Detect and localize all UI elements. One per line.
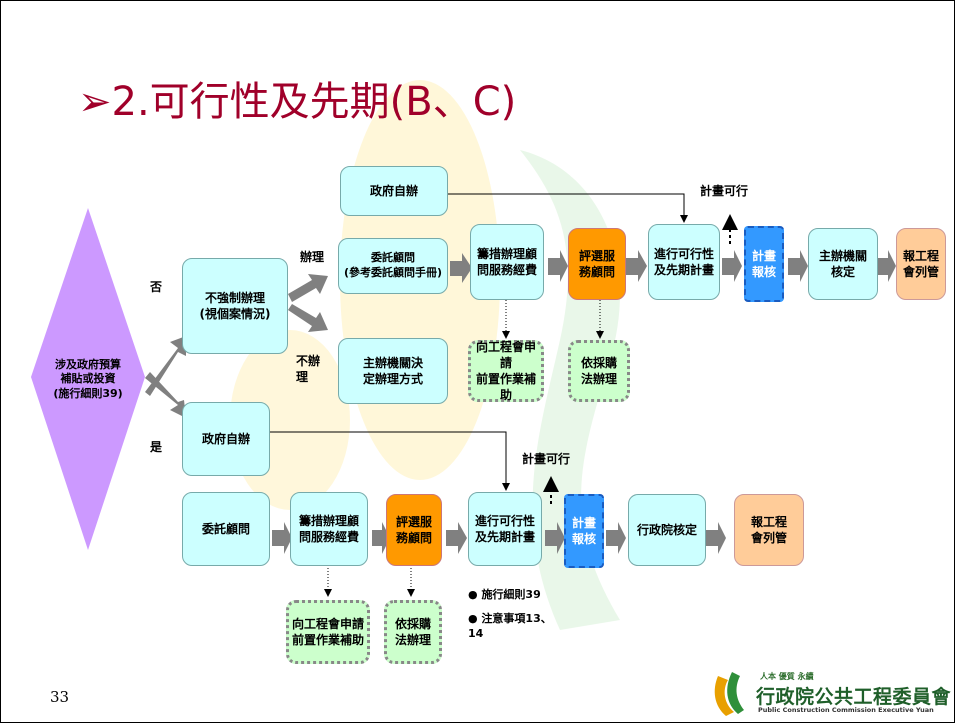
flow-arrow bbox=[606, 522, 626, 554]
logo-slogan: 人本 優質 永續 bbox=[760, 672, 814, 681]
bullet-item: ● 注意事項13、 14 bbox=[468, 612, 552, 640]
host-decide-box: 主辦機關決 定辦理方式 bbox=[338, 338, 448, 404]
bullet-text: 注意事項13、 14 bbox=[468, 612, 552, 640]
start-diamond bbox=[31, 208, 145, 550]
ey-approve-box: 行政院核定 bbox=[628, 494, 706, 566]
logo-name: 行政院公共工程委員會 bbox=[756, 686, 952, 708]
bullet-item: ● 施行細則39 bbox=[468, 588, 541, 601]
not-mandatory-box: 不強制辦理 (視個案情況) bbox=[182, 258, 288, 354]
branch-label-handle: 辦理 bbox=[300, 250, 325, 264]
flow-arrow bbox=[446, 522, 467, 554]
branch-arrow-handle bbox=[288, 274, 328, 302]
select-top-box: 評選服 務顧問 bbox=[568, 228, 626, 300]
branch-label-no: 否 bbox=[150, 280, 163, 294]
review-top-box: 計畫 報核 bbox=[744, 226, 784, 302]
flow-arrow bbox=[545, 522, 565, 554]
flow-arrow bbox=[548, 250, 568, 282]
report-bottom-box: 報工程 會列管 bbox=[734, 494, 804, 566]
flow-arrow bbox=[450, 253, 472, 283]
flow-arrow bbox=[706, 522, 726, 554]
feasibility-top-box: 進行可行性 及先期計畫 bbox=[648, 224, 720, 300]
branch-arrow-not-handle bbox=[288, 304, 328, 332]
branch-label-not-handle: 不辦 理 bbox=[296, 354, 321, 384]
report-top-box: 報工程 會列管 bbox=[896, 228, 946, 300]
apply-subsidy-top-box: 向工程會申請 前置作業補助 bbox=[468, 340, 544, 402]
branch-arrow-yes bbox=[145, 372, 186, 418]
logo-english: Public Construction Commission Executive… bbox=[758, 706, 934, 714]
gov-self-bottom-box: 政府自辦 bbox=[182, 402, 270, 476]
bullet-arrow-icon: ➢ bbox=[78, 79, 112, 125]
connector-gov-to-feasibility-top bbox=[448, 193, 688, 223]
slide-title: ➢2.可行性及先期(B、C) bbox=[78, 82, 516, 122]
label-feasible-top: 計畫可行 bbox=[700, 184, 749, 198]
flow-arrow bbox=[626, 250, 647, 282]
consultant-top-box: 委託顧問 (參考委託顧問手冊) bbox=[338, 238, 448, 294]
branch-label-yes: 是 bbox=[150, 440, 163, 454]
flow-arrow bbox=[272, 522, 292, 554]
review-bottom-box: 計畫 報核 bbox=[564, 494, 604, 568]
bullet-text: 施行細則39 bbox=[481, 588, 541, 601]
apply-subsidy-bottom-box: 向工程會申請 前置作業補助 bbox=[286, 600, 370, 664]
consultant-bottom-box: 委託顧問 bbox=[182, 492, 270, 566]
feasibility-bottom-box: 進行可行性 及先期計畫 bbox=[468, 492, 542, 566]
flow-arrow bbox=[722, 250, 742, 282]
flow-arrow bbox=[878, 250, 896, 282]
page-number: 33 bbox=[50, 688, 70, 706]
funding-bottom-box: 籌措辦理顧 問服務經費 bbox=[290, 492, 368, 566]
connector-gov-to-feasibility-bottom bbox=[270, 431, 510, 491]
select-bottom-box: 評選服 務顧問 bbox=[386, 494, 442, 566]
host-approve-box: 主辦機關 核定 bbox=[808, 228, 878, 300]
flow-arrow bbox=[788, 250, 808, 282]
procure-top-box: 依採購 法辦理 bbox=[568, 340, 630, 402]
label-feasible-bottom: 計畫可行 bbox=[522, 452, 571, 466]
start-node-label: 涉及政府預算 補貼或投資 (施行細則39) bbox=[53, 358, 123, 400]
funding-top-box: 籌措辦理顧 問服務經費 bbox=[470, 224, 544, 300]
gov-self-top-box: 政府自辦 bbox=[340, 166, 448, 216]
flow-arrow bbox=[372, 522, 390, 554]
procure-bottom-box: 依採購 法辦理 bbox=[384, 600, 442, 664]
slide-title-text: 2.可行性及先期(B、C) bbox=[111, 79, 517, 125]
